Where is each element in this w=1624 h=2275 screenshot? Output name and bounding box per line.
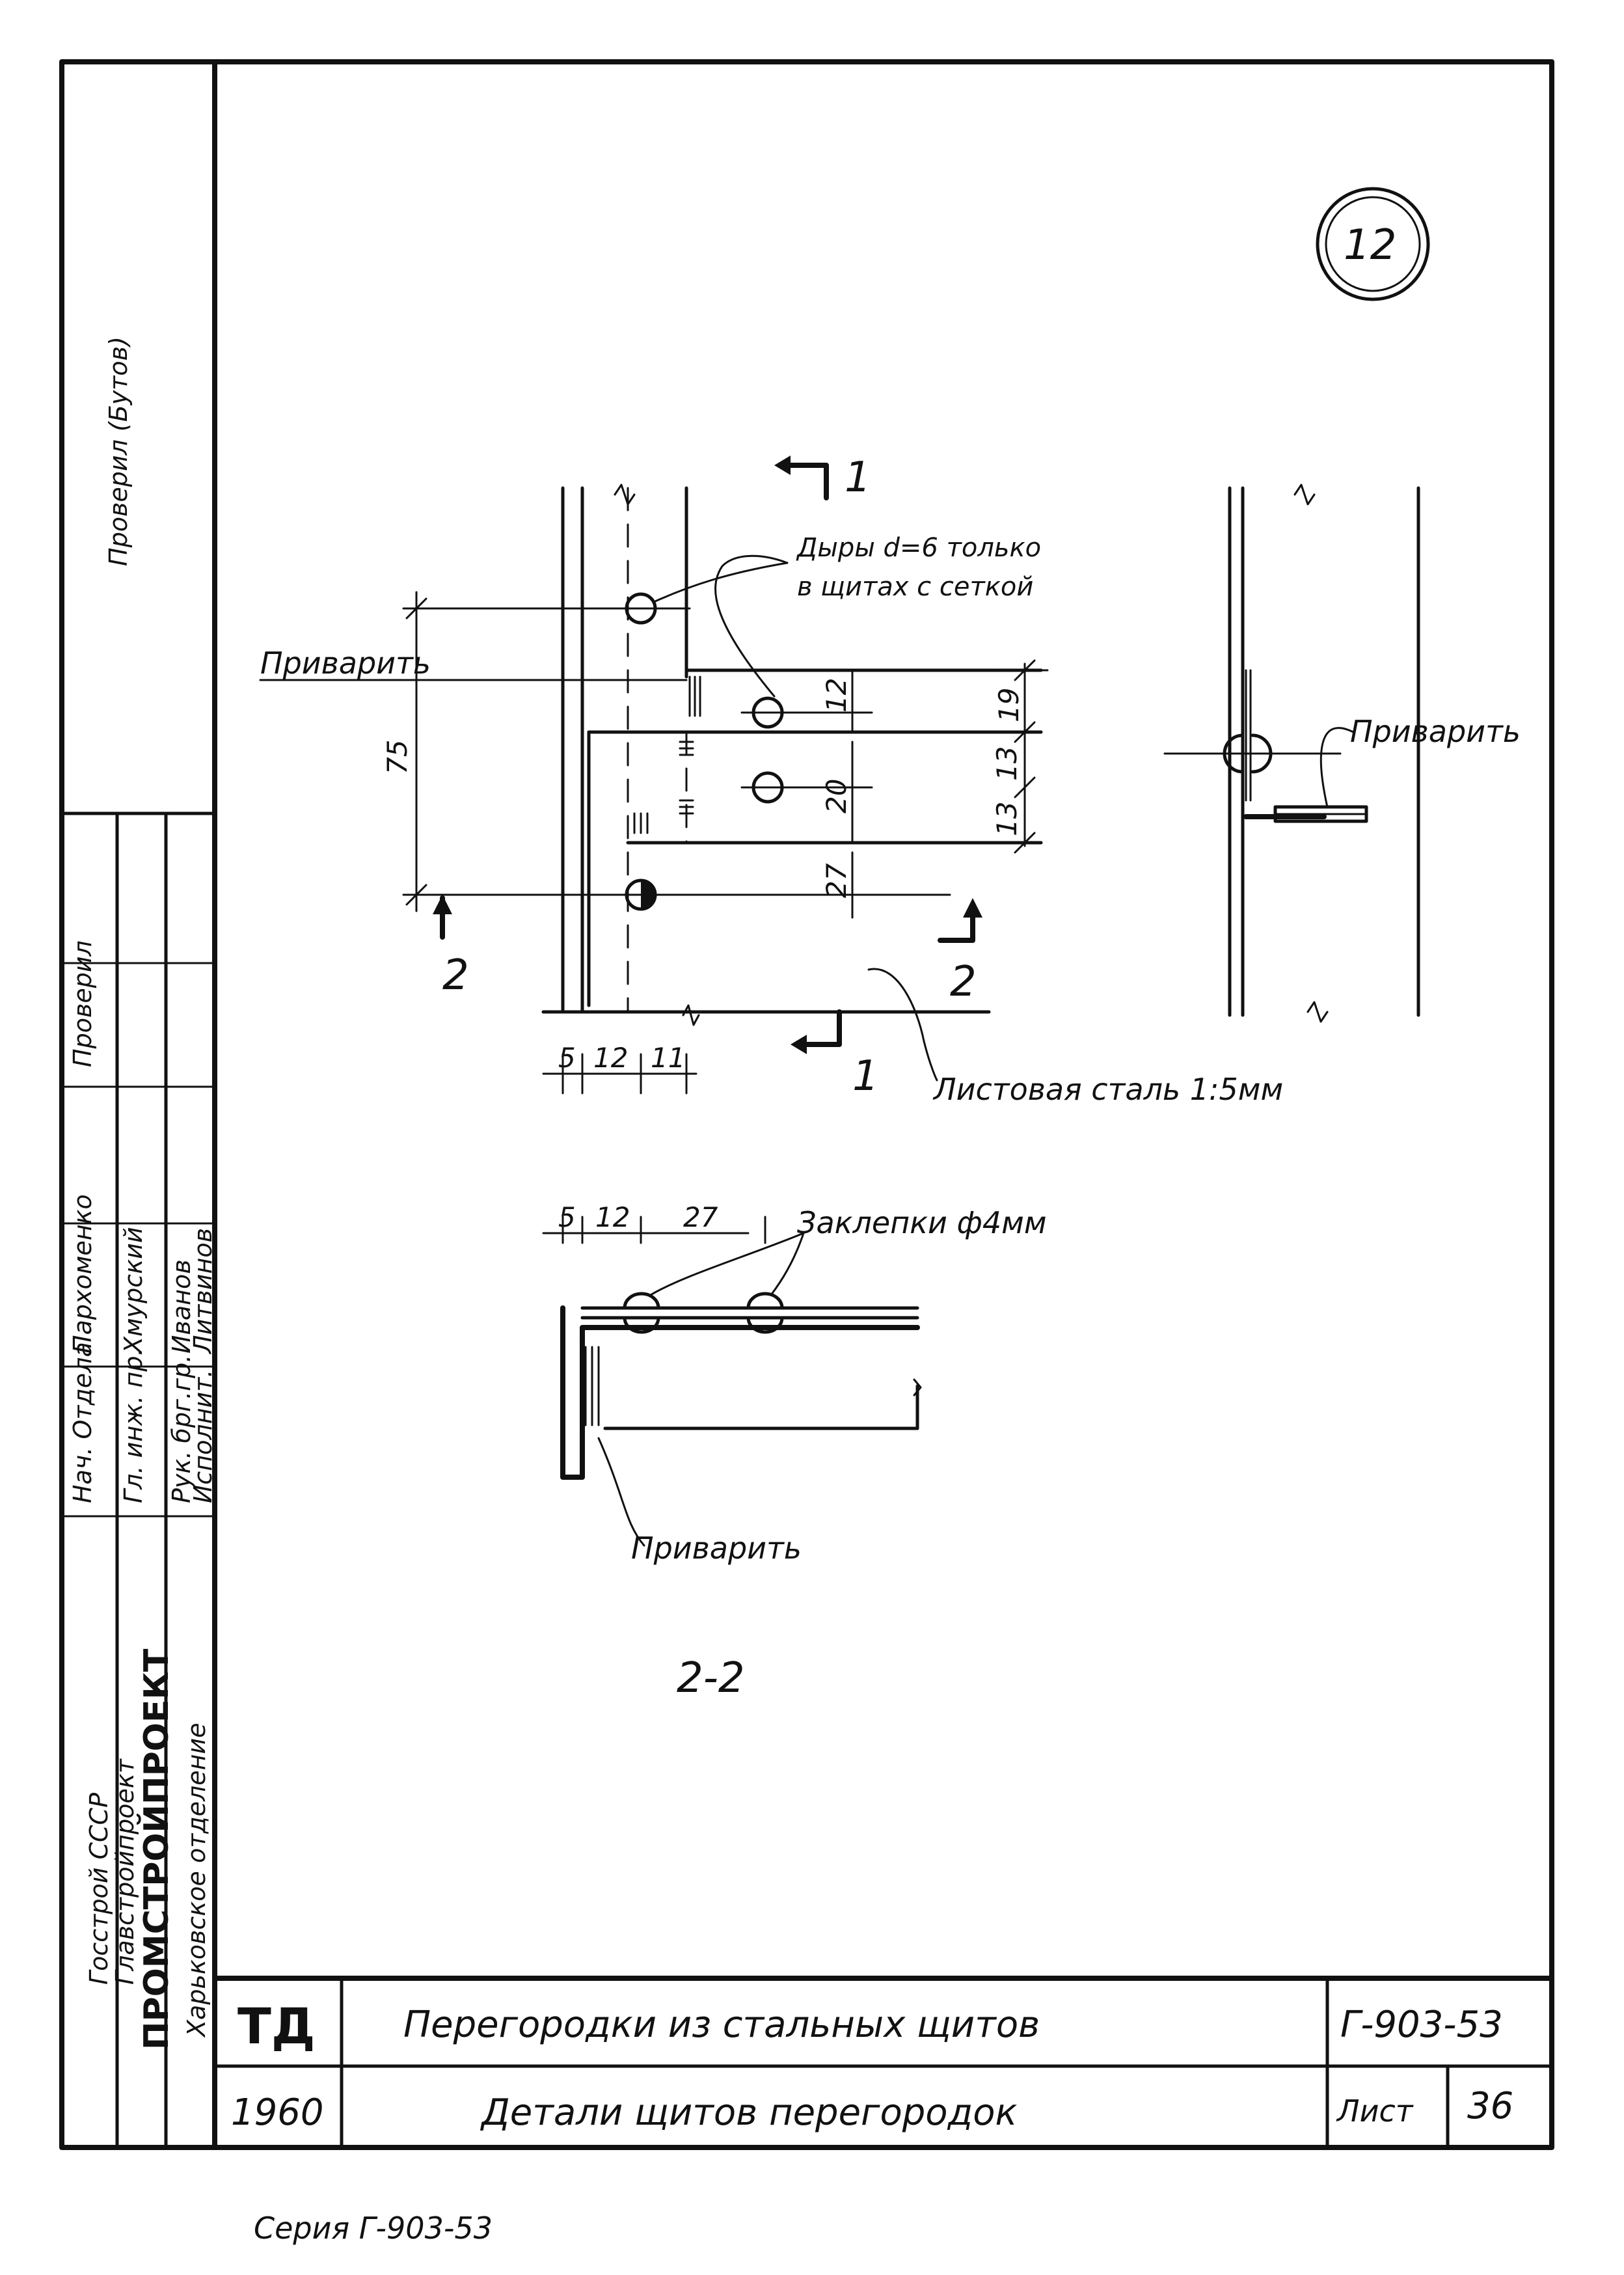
sig-role-2: Гл. инж. пр. xyxy=(119,1348,148,1503)
dim-13a: 13 xyxy=(991,746,1023,781)
drawing-number: 12 xyxy=(1344,221,1396,269)
dim-20: 20 xyxy=(820,779,852,813)
series-caption: Серия Г-903-53 xyxy=(254,2211,493,2246)
dim-b5: 5 xyxy=(558,1042,576,1074)
section-2-2: 5 12 27 Заклепки ф4мм Приварить 2-2 xyxy=(542,1201,1047,1702)
sig-role-1: Нач. Отдела xyxy=(68,1342,97,1503)
dim-12: 12 xyxy=(820,678,852,713)
side-weld-label: Приварить xyxy=(1350,714,1521,749)
section-label: 2-2 xyxy=(677,1654,745,1702)
org-name: ПРОМСТРОЙПРОЕКТ xyxy=(137,1648,176,2050)
checked-label: Проверил xyxy=(68,940,97,1067)
sheet-label: Лист xyxy=(1336,2093,1414,2129)
drawing-number-badge: 12 xyxy=(1316,187,1430,301)
title-block: ТД 1960 Перегородки из стальных щитов Де… xyxy=(212,1976,1554,2149)
sheet-frame xyxy=(59,59,1554,2150)
section-mark-bottom: 1 xyxy=(852,1052,879,1100)
title-main: Перегородки из стальных щитов xyxy=(403,2004,1040,2046)
main-view: 75 19 13 13 12 20 27 5 12 11 1 1 2 2 xyxy=(259,454,1283,1107)
section-weld-label: Приварить xyxy=(631,1531,802,1566)
org-line2: Главстройпроект xyxy=(111,1758,139,1985)
section-mark-right: 2 xyxy=(950,958,977,1006)
sig-name-2: Хмурский xyxy=(119,1227,148,1355)
org-branch: Харьковское отделение xyxy=(182,1723,211,2038)
section-mark-top: 1 xyxy=(845,454,871,502)
dim-b12: 12 xyxy=(593,1042,628,1074)
title-sub: Детали щитов перегородок xyxy=(480,2091,1017,2134)
rivets-label: Заклепки ф4мм xyxy=(797,1205,1047,1240)
dim-b11: 11 xyxy=(651,1042,685,1074)
org-line1: Госстрой СССР xyxy=(85,1793,113,1985)
logo: ТД xyxy=(237,1997,316,2055)
dim-13b: 13 xyxy=(991,802,1023,836)
note-holes-2: в щитах с сеткой xyxy=(797,572,1033,602)
drawing-code: Г-903-53 xyxy=(1340,2004,1503,2046)
note-holes: Дыры d=6 только xyxy=(796,533,1041,563)
side-view: Приварить xyxy=(1163,484,1521,1023)
dim-a5: 5 xyxy=(558,1201,576,1233)
section-mark-left: 2 xyxy=(442,951,469,1000)
dim-75: 75 xyxy=(381,740,413,774)
sheet-steel-label: Листовая сталь 1:5мм xyxy=(932,1072,1283,1107)
sig-name-1: Пархоменко xyxy=(68,1194,97,1354)
year: 1960 xyxy=(231,2091,324,2134)
sig-name-4: Литвинов xyxy=(189,1228,217,1355)
left-title-strip: Госстрой СССР Главстройпроект ПРОМСТРОЙП… xyxy=(60,336,217,2149)
dim-a12: 12 xyxy=(595,1201,630,1233)
sig-role-4: Исполнит. xyxy=(189,1370,217,1503)
sig-name-3: Иванов xyxy=(167,1259,196,1354)
dim-19: 19 xyxy=(993,688,1025,722)
margin-note: Проверил (Бутов) xyxy=(104,336,133,566)
main-weld-label: Приварить xyxy=(260,646,431,681)
dim-27: 27 xyxy=(820,863,852,898)
dim-a27: 27 xyxy=(683,1201,718,1233)
sig-role-3: Рук. брг.гр. xyxy=(167,1355,196,1503)
sheet-number: 36 xyxy=(1467,2085,1513,2127)
